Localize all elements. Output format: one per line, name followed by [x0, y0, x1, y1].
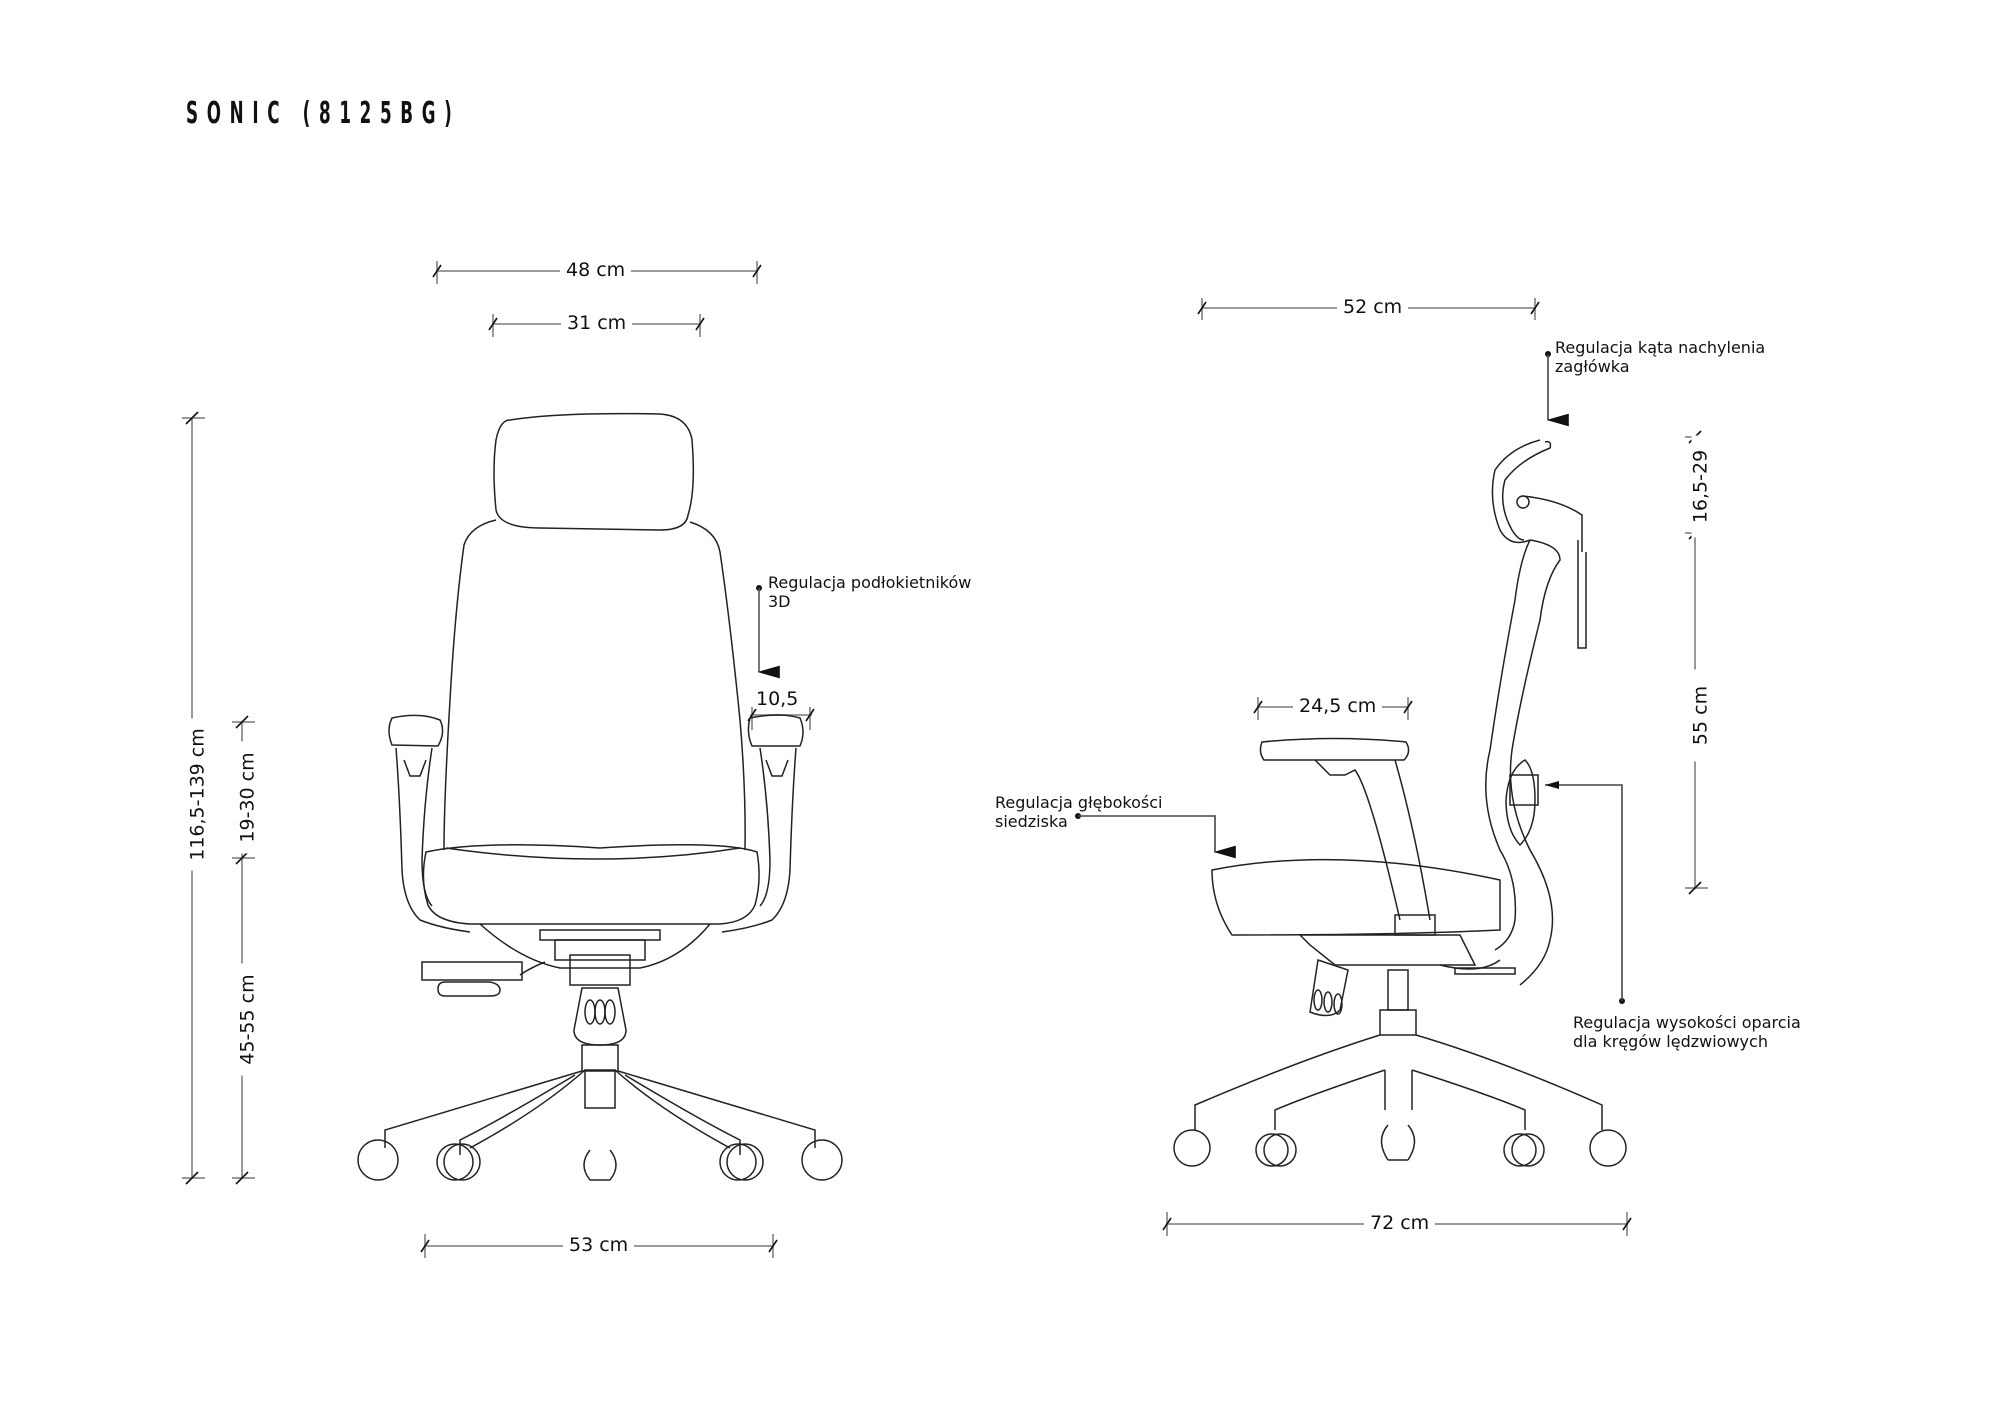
annotation-lumbar-height: Regulacja wysokości oparcia dla kręgów l… — [1573, 1013, 1801, 1051]
side-dimension-lines — [1166, 298, 1708, 1236]
seat-depth-annotation-arrow — [1075, 813, 1236, 859]
annotation-seat-depth: Regulacja głębokości siedziska — [995, 793, 1163, 831]
dim-armrest-length: 24,5 cm — [1293, 697, 1383, 716]
dim-armrest-width: 10,5 — [754, 688, 801, 710]
dim-headrest-height: 16,5-29 — [1690, 435, 1712, 538]
dim-base-depth: 72 cm — [1364, 1214, 1436, 1233]
side-dimension-ticks — [1162, 301, 1702, 1231]
dim-overall-width: 48 cm — [560, 261, 632, 280]
armrest-annotation-arrow — [756, 585, 780, 679]
front-chair-drawing — [357, 412, 843, 1181]
annotation-armrest-3d: Regulacja podłokietników 3D — [768, 573, 972, 611]
dim-total-height: 116,5-139 cm — [187, 718, 209, 871]
product-title: SONIC (8125BG) — [186, 96, 461, 131]
side-chair-drawing — [1173, 439, 1627, 1167]
lumbar-annotation-arrow — [1545, 781, 1625, 1004]
dim-backrest-width: 31 cm — [561, 314, 633, 333]
dim-top-depth: 52 cm — [1337, 298, 1409, 317]
dim-seat-height: 45-55 cm — [237, 963, 259, 1076]
front-dimension-lines — [182, 261, 812, 1258]
dim-base-width: 53 cm — [563, 1236, 635, 1255]
dim-backrest-height: 55 cm — [1690, 669, 1712, 762]
dim-armrest-height: 19-30 cm — [237, 741, 259, 854]
annotation-headrest-tilt: Regulacja kąta nachylenia zagłówka — [1555, 338, 1766, 376]
headrest-annotation-arrow — [1545, 351, 1569, 427]
front-dimension-ticks — [185, 264, 815, 1253]
